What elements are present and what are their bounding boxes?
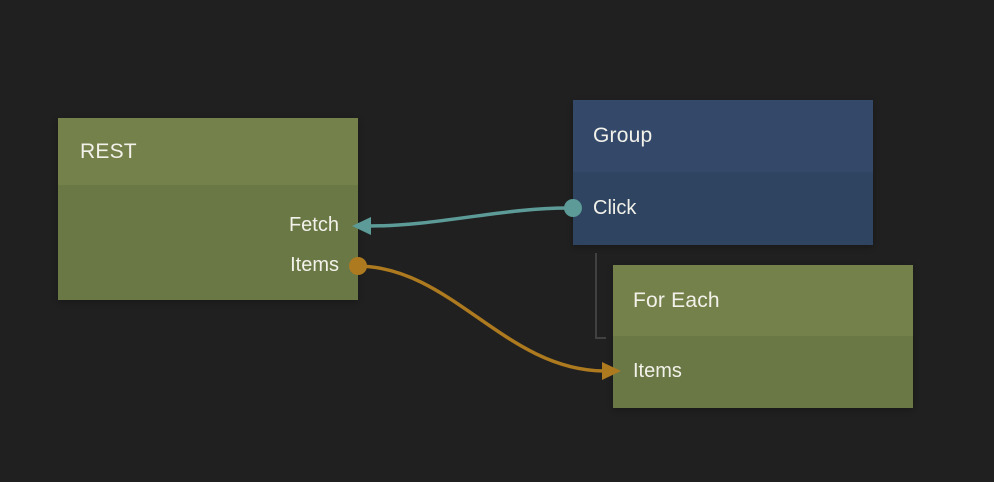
group-guide-line bbox=[595, 253, 606, 339]
port-for-each-items[interactable]: Items bbox=[633, 351, 913, 391]
port-rest-fetch-label: Fetch bbox=[288, 213, 339, 236]
port-rest-items[interactable]: Items bbox=[58, 245, 339, 285]
node-for-each-header[interactable]: For Each bbox=[613, 265, 913, 336]
node-rest-header[interactable]: REST bbox=[58, 118, 358, 185]
port-rest-fetch[interactable]: Fetch bbox=[58, 205, 339, 245]
node-rest[interactable]: REST Fetch Items bbox=[58, 118, 358, 300]
node-for-each-title: For Each bbox=[633, 288, 720, 312]
node-group[interactable]: Group Click bbox=[573, 100, 873, 245]
node-for-each[interactable]: For Each Items bbox=[613, 265, 913, 408]
port-rest-items-label: Items bbox=[290, 253, 339, 276]
node-for-each-body: Items bbox=[613, 336, 913, 408]
node-rest-title: REST bbox=[80, 139, 137, 163]
port-group-click-label: Click bbox=[593, 196, 637, 219]
port-for-each-items-label: Items bbox=[633, 359, 682, 382]
connection-items-to-foreach[interactable] bbox=[356, 264, 606, 373]
node-group-body: Click bbox=[573, 172, 873, 245]
connection-click-to-fetch[interactable] bbox=[367, 206, 575, 228]
node-group-header[interactable]: Group bbox=[573, 100, 873, 172]
node-rest-body: Fetch Items bbox=[58, 185, 358, 300]
port-group-click[interactable]: Click bbox=[593, 188, 873, 228]
node-group-title: Group bbox=[593, 124, 653, 147]
